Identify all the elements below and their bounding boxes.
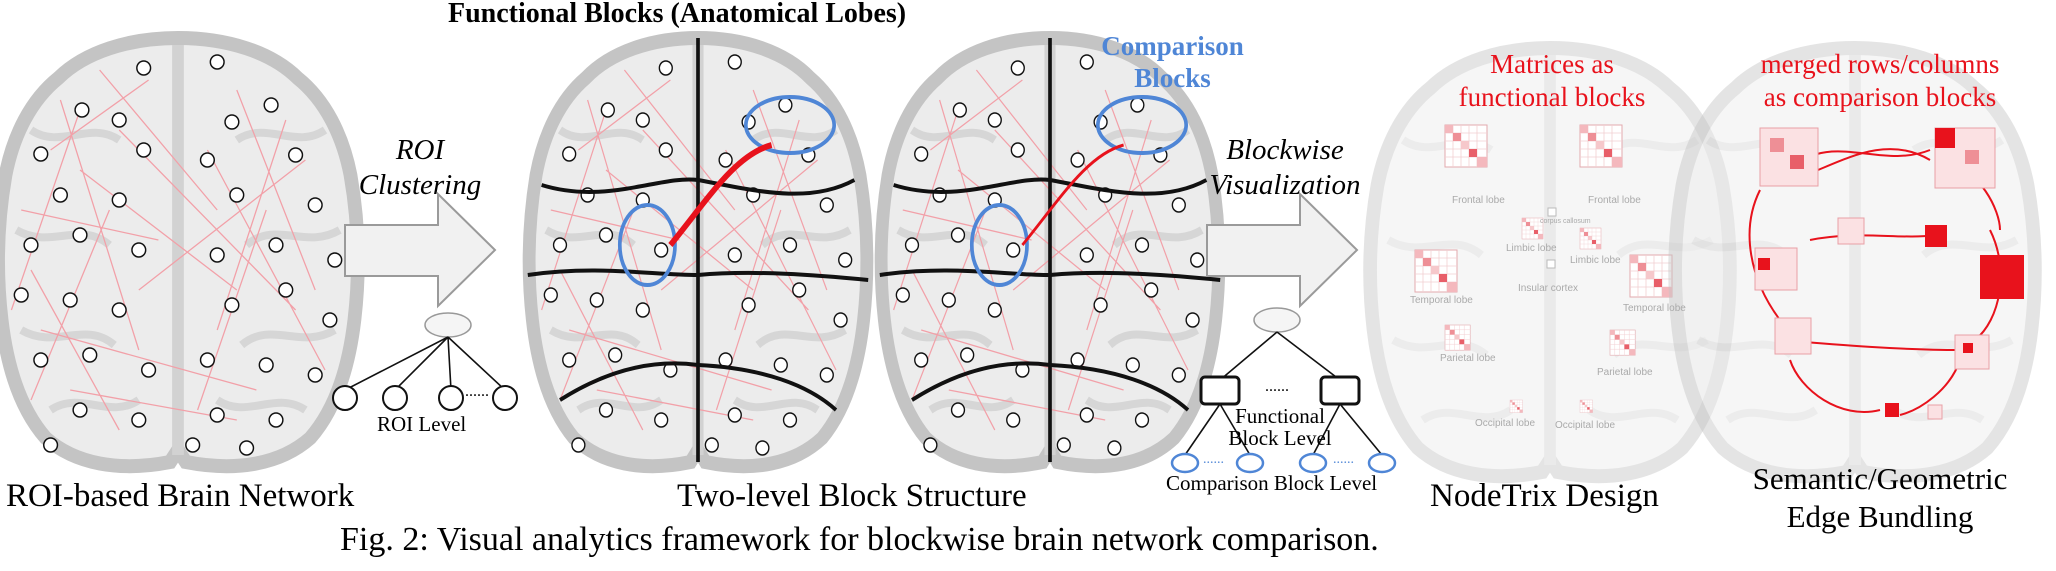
roi-clustering-label: ROI Clustering	[350, 133, 490, 203]
blockwise-label: Blockwise Visualization	[1200, 133, 1370, 203]
lobe-brain-left	[528, 38, 868, 466]
lobe-label-corpus: corpus callosum	[1540, 218, 1591, 225]
lobe-label-frontal-right: Frontal lobe	[1588, 195, 1641, 206]
merged-label: merged rows/columns as comparison blocks	[1740, 48, 2020, 114]
lobe-label-temporal-left: Temporal lobe	[1410, 295, 1473, 306]
edge-bundling-label: Semantic/Geometric Edge Bundling	[1735, 460, 2025, 536]
roi-level-tree	[332, 312, 518, 411]
lobe-brain-right	[880, 38, 1220, 466]
lobe-label-limbic-left: Limbic lobe	[1506, 243, 1557, 254]
edge-bundling	[1675, 48, 2035, 476]
blockwise-line1: Blockwise	[1226, 134, 1344, 166]
lobe-label-limbic-right: Limbic lobe	[1570, 255, 1621, 266]
roi-network-label: ROI-based Brain Network	[6, 478, 355, 514]
comparison-blocks-label: Comparison Blocks	[1085, 30, 1260, 94]
nodetrix-label: NodeTrix Design	[1430, 478, 1659, 514]
comparison-blocks-line1: Comparison	[1101, 31, 1244, 61]
lobe-label-parietal-left: Parietal lobe	[1440, 353, 1496, 364]
blockwise-line2: Visualization	[1209, 169, 1361, 201]
lobe-label-temporal-right: Temporal lobe	[1623, 303, 1686, 314]
edge-bundling-line2: Edge Bundling	[1786, 499, 1974, 534]
matrices-line2: functional blocks	[1458, 82, 1646, 112]
matrices-line1: Matrices as	[1490, 49, 1614, 79]
figure-caption: Fig. 2: Visual analytics framework for b…	[340, 521, 1379, 558]
lobe-label-parietal-right: Parietal lobe	[1597, 367, 1653, 378]
block-level-tree	[1170, 307, 1397, 474]
lobe-label-occipital-left: Occipital lobe	[1475, 418, 1536, 429]
matrices-label: Matrices as functional blocks	[1412, 48, 1692, 114]
comparison-block-level-label: Comparison Block Level	[1166, 471, 1378, 495]
figure-title: Functional Blocks (Anatomical Lobes)	[448, 0, 907, 29]
comparison-ellipsis-left: ......	[1203, 452, 1224, 467]
lobe-label-occipital-right: Occipital lobe	[1555, 420, 1616, 431]
functional-block-level-line1: Functional	[1235, 404, 1325, 428]
roi-level-ellipsis: ......	[465, 383, 489, 400]
comparison-ellipsis-right: ......	[1333, 452, 1354, 467]
functional-block-level-label: Functional Block Level	[1220, 405, 1340, 449]
roi-clustering-arrow	[344, 191, 497, 309]
functional-block-level-line2: Block Level	[1228, 426, 1332, 450]
block-ellipsis: ......	[1265, 378, 1289, 395]
merged-line2: as comparison blocks	[1763, 82, 1997, 112]
comparison-blocks-line2: Blocks	[1134, 63, 1211, 93]
roi-level-label: ROI Level	[377, 412, 467, 436]
roi-clustering-line1: ROI	[395, 134, 445, 166]
blockwise-visualization-arrow	[1206, 191, 1359, 309]
nodetrix-design	[1370, 48, 1730, 476]
edge-bundling-line1: Semantic/Geometric	[1752, 461, 2008, 496]
roi-clustering-line2: Clustering	[358, 169, 482, 201]
roi-brain-network	[0, 38, 358, 466]
two-level-label: Two-level Block Structure	[677, 478, 1027, 514]
lobe-label-frontal-left: Frontal lobe	[1452, 195, 1505, 206]
lobe-label-insular: Insular cortex	[1518, 283, 1579, 294]
merged-line1: merged rows/columns	[1760, 49, 2000, 79]
